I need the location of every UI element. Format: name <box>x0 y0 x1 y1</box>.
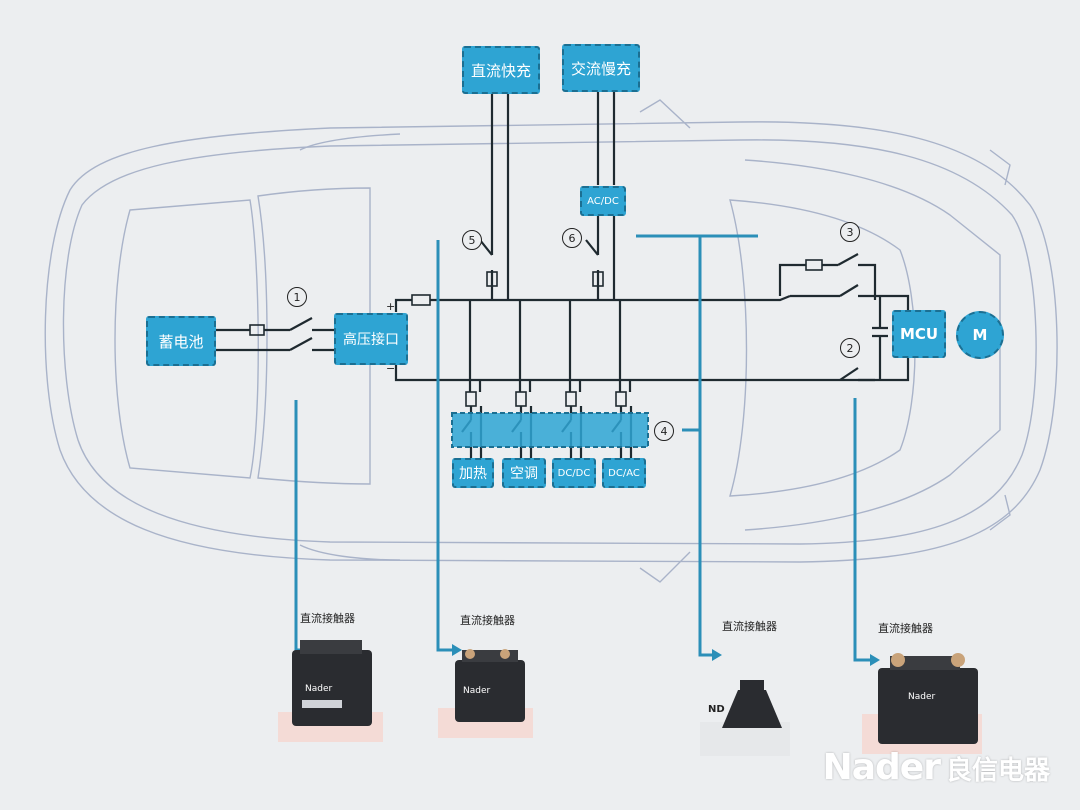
acdc-box: AC/DC <box>580 186 626 216</box>
product-caption-3: 直流接触器 <box>722 620 777 633</box>
dcdc-box: DC/DC <box>552 458 596 488</box>
dcac-box: DC/AC <box>602 458 646 488</box>
brand-name-cn: 良信电器 <box>945 756 1050 786</box>
marker-6: 6 <box>562 228 582 248</box>
brand-name-en: Nader <box>822 747 941 788</box>
wiring <box>214 92 910 460</box>
marker-4: 4 <box>654 421 674 441</box>
minus-sign: − <box>386 362 396 375</box>
brand-logo: Nader 良信电器 <box>823 747 1050 788</box>
product-label-3: ND <box>708 704 725 715</box>
product-caption-2: 直流接触器 <box>460 614 515 627</box>
plus-sign: + <box>386 300 396 313</box>
mcu-box: MCU <box>892 310 946 358</box>
product-label-1: Nader <box>305 684 333 694</box>
product-label-4: Nader <box>908 692 936 702</box>
hv-port-box: 高压接口 <box>334 313 408 365</box>
battery-box: 蓄电池 <box>146 316 216 366</box>
product-photos <box>278 640 982 756</box>
product-label-2: Nader <box>463 686 491 696</box>
relay-group-band <box>451 412 649 448</box>
leader-arrows <box>308 644 880 666</box>
marker-2: 2 <box>840 338 860 358</box>
marker-1: 1 <box>287 287 307 307</box>
marker-5: 5 <box>462 230 482 250</box>
product-caption-1: 直流接触器 <box>300 612 355 625</box>
heating-box: 加热 <box>452 458 494 488</box>
aircon-box: 空调 <box>502 458 546 488</box>
dc-fast-charge-box: 直流快充 <box>462 46 540 94</box>
motor-circle: M <box>956 311 1004 359</box>
product-caption-4: 直流接触器 <box>878 622 933 635</box>
ac-slow-charge-box: 交流慢充 <box>562 44 640 92</box>
marker-3: 3 <box>840 222 860 242</box>
